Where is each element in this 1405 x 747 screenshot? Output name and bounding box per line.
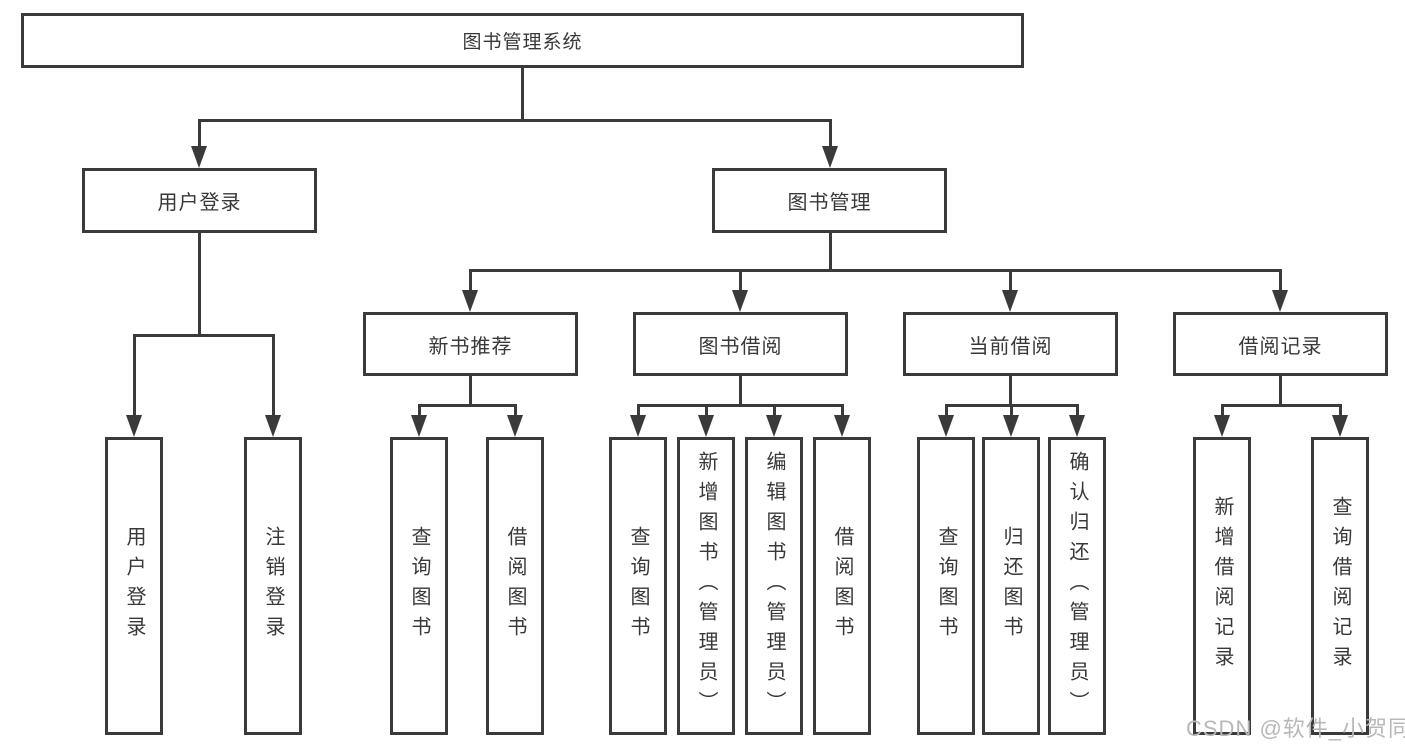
leaf-label: 用户登录 [123, 526, 145, 646]
arrowhead-down [1069, 415, 1085, 437]
leaf-borrow-books: 借阅图书 [813, 437, 871, 735]
connector-line [468, 268, 1282, 272]
connector-line [197, 120, 201, 147]
connector-line [828, 233, 832, 271]
leaf-query-books-borrowing: 查询图书 [609, 437, 667, 735]
node-book-management: 图书管理 [712, 168, 947, 233]
arrowhead-down [1214, 415, 1230, 437]
arrowhead-down [834, 415, 850, 437]
connector-line [738, 270, 742, 291]
leaf-query-books-current: 查询图书 [917, 437, 975, 735]
leaf-add-book-admin: 新增图书（管理员） [677, 437, 735, 735]
leaf-label: 查询图书 [408, 526, 430, 646]
arrowhead-down [265, 415, 281, 437]
connector-line [1338, 405, 1342, 416]
leaf-borrow-books-recommend: 借阅图书 [486, 437, 544, 735]
connector-line [1220, 403, 1342, 407]
leaf-return-books: 归还图书 [982, 437, 1040, 735]
connector-line [1075, 405, 1079, 416]
leaf-label: 查询图书 [627, 526, 649, 646]
connector-line [197, 118, 832, 122]
node-borrowing-records: 借阅记录 [1173, 312, 1388, 376]
node-user-login: 用户登录 [82, 168, 317, 233]
connector-line [1220, 405, 1224, 416]
node-current-borrowing: 当前借阅 [903, 312, 1118, 376]
arrowhead-down [191, 146, 207, 168]
connector-line [468, 270, 472, 291]
arrowhead-down [507, 415, 523, 437]
connector-line [513, 405, 517, 416]
leaf-label: 查询图书 [935, 526, 957, 646]
node-book-borrowing: 图书借阅 [633, 312, 848, 376]
node-new-book-recommendation: 新书推荐 [363, 312, 578, 376]
connector-line [944, 405, 948, 416]
leaf-logout: 注销登录 [244, 437, 302, 735]
leaf-add-borrow-record: 新增借阅记录 [1193, 437, 1251, 735]
arrowhead-down [411, 415, 427, 437]
leaf-label: 确认归还（管理员） [1066, 451, 1088, 721]
arrowhead-down [1272, 290, 1288, 312]
arrowhead-down [938, 415, 954, 437]
leaf-edit-book-admin: 编辑图书（管理员） [745, 437, 803, 735]
connector-line [468, 376, 472, 406]
connector-line [1278, 376, 1282, 406]
connector-line [132, 335, 136, 416]
connector-line [1009, 405, 1013, 416]
connector-line [828, 120, 832, 147]
arrowhead-down [1332, 415, 1348, 437]
leaf-query-books-recommend: 查询图书 [390, 437, 448, 735]
arrowhead-down [766, 415, 782, 437]
arrowhead-down [822, 146, 838, 168]
arrowhead-down [732, 290, 748, 312]
arrowhead-down [1002, 290, 1018, 312]
arrowhead-down [630, 415, 646, 437]
connector-line [636, 405, 640, 416]
connector-line [271, 335, 275, 416]
leaf-query-borrow-record: 查询借阅记录 [1311, 437, 1369, 735]
leaf-confirm-return-admin: 确认归还（管理员） [1048, 437, 1106, 735]
connector-line [1008, 270, 1012, 291]
leaf-label: 编辑图书（管理员） [763, 451, 785, 721]
leaf-label: 借阅图书 [504, 526, 526, 646]
leaf-user-login: 用户登录 [105, 437, 163, 735]
csdn-watermark: CSDN @软件_小贺同学 [1186, 716, 1405, 741]
connector-line [1008, 376, 1012, 406]
arrowhead-down [462, 290, 478, 312]
arrowhead-down [126, 415, 142, 437]
leaf-label: 借阅图书 [831, 526, 853, 646]
connector-line [772, 405, 776, 416]
node-library-system: 图书管理系统 [21, 13, 1024, 68]
connector-line [132, 333, 275, 337]
connector-line [417, 405, 421, 416]
leaf-label: 新增借阅记录 [1211, 496, 1233, 676]
arrowhead-down [1003, 415, 1019, 437]
connector-line [1278, 270, 1282, 291]
leaf-label: 查询借阅记录 [1329, 496, 1351, 676]
connector-line [417, 403, 517, 407]
connector-line [636, 403, 844, 407]
arrowhead-down [698, 415, 714, 437]
leaf-label: 归还图书 [1000, 526, 1022, 646]
connector-line [704, 405, 708, 416]
connector-line [197, 233, 201, 336]
connector-line [840, 405, 844, 416]
leaf-label: 新增图书（管理员） [695, 451, 717, 721]
connector-line [520, 68, 524, 121]
leaf-label: 注销登录 [262, 526, 284, 646]
connector-line [738, 376, 742, 406]
